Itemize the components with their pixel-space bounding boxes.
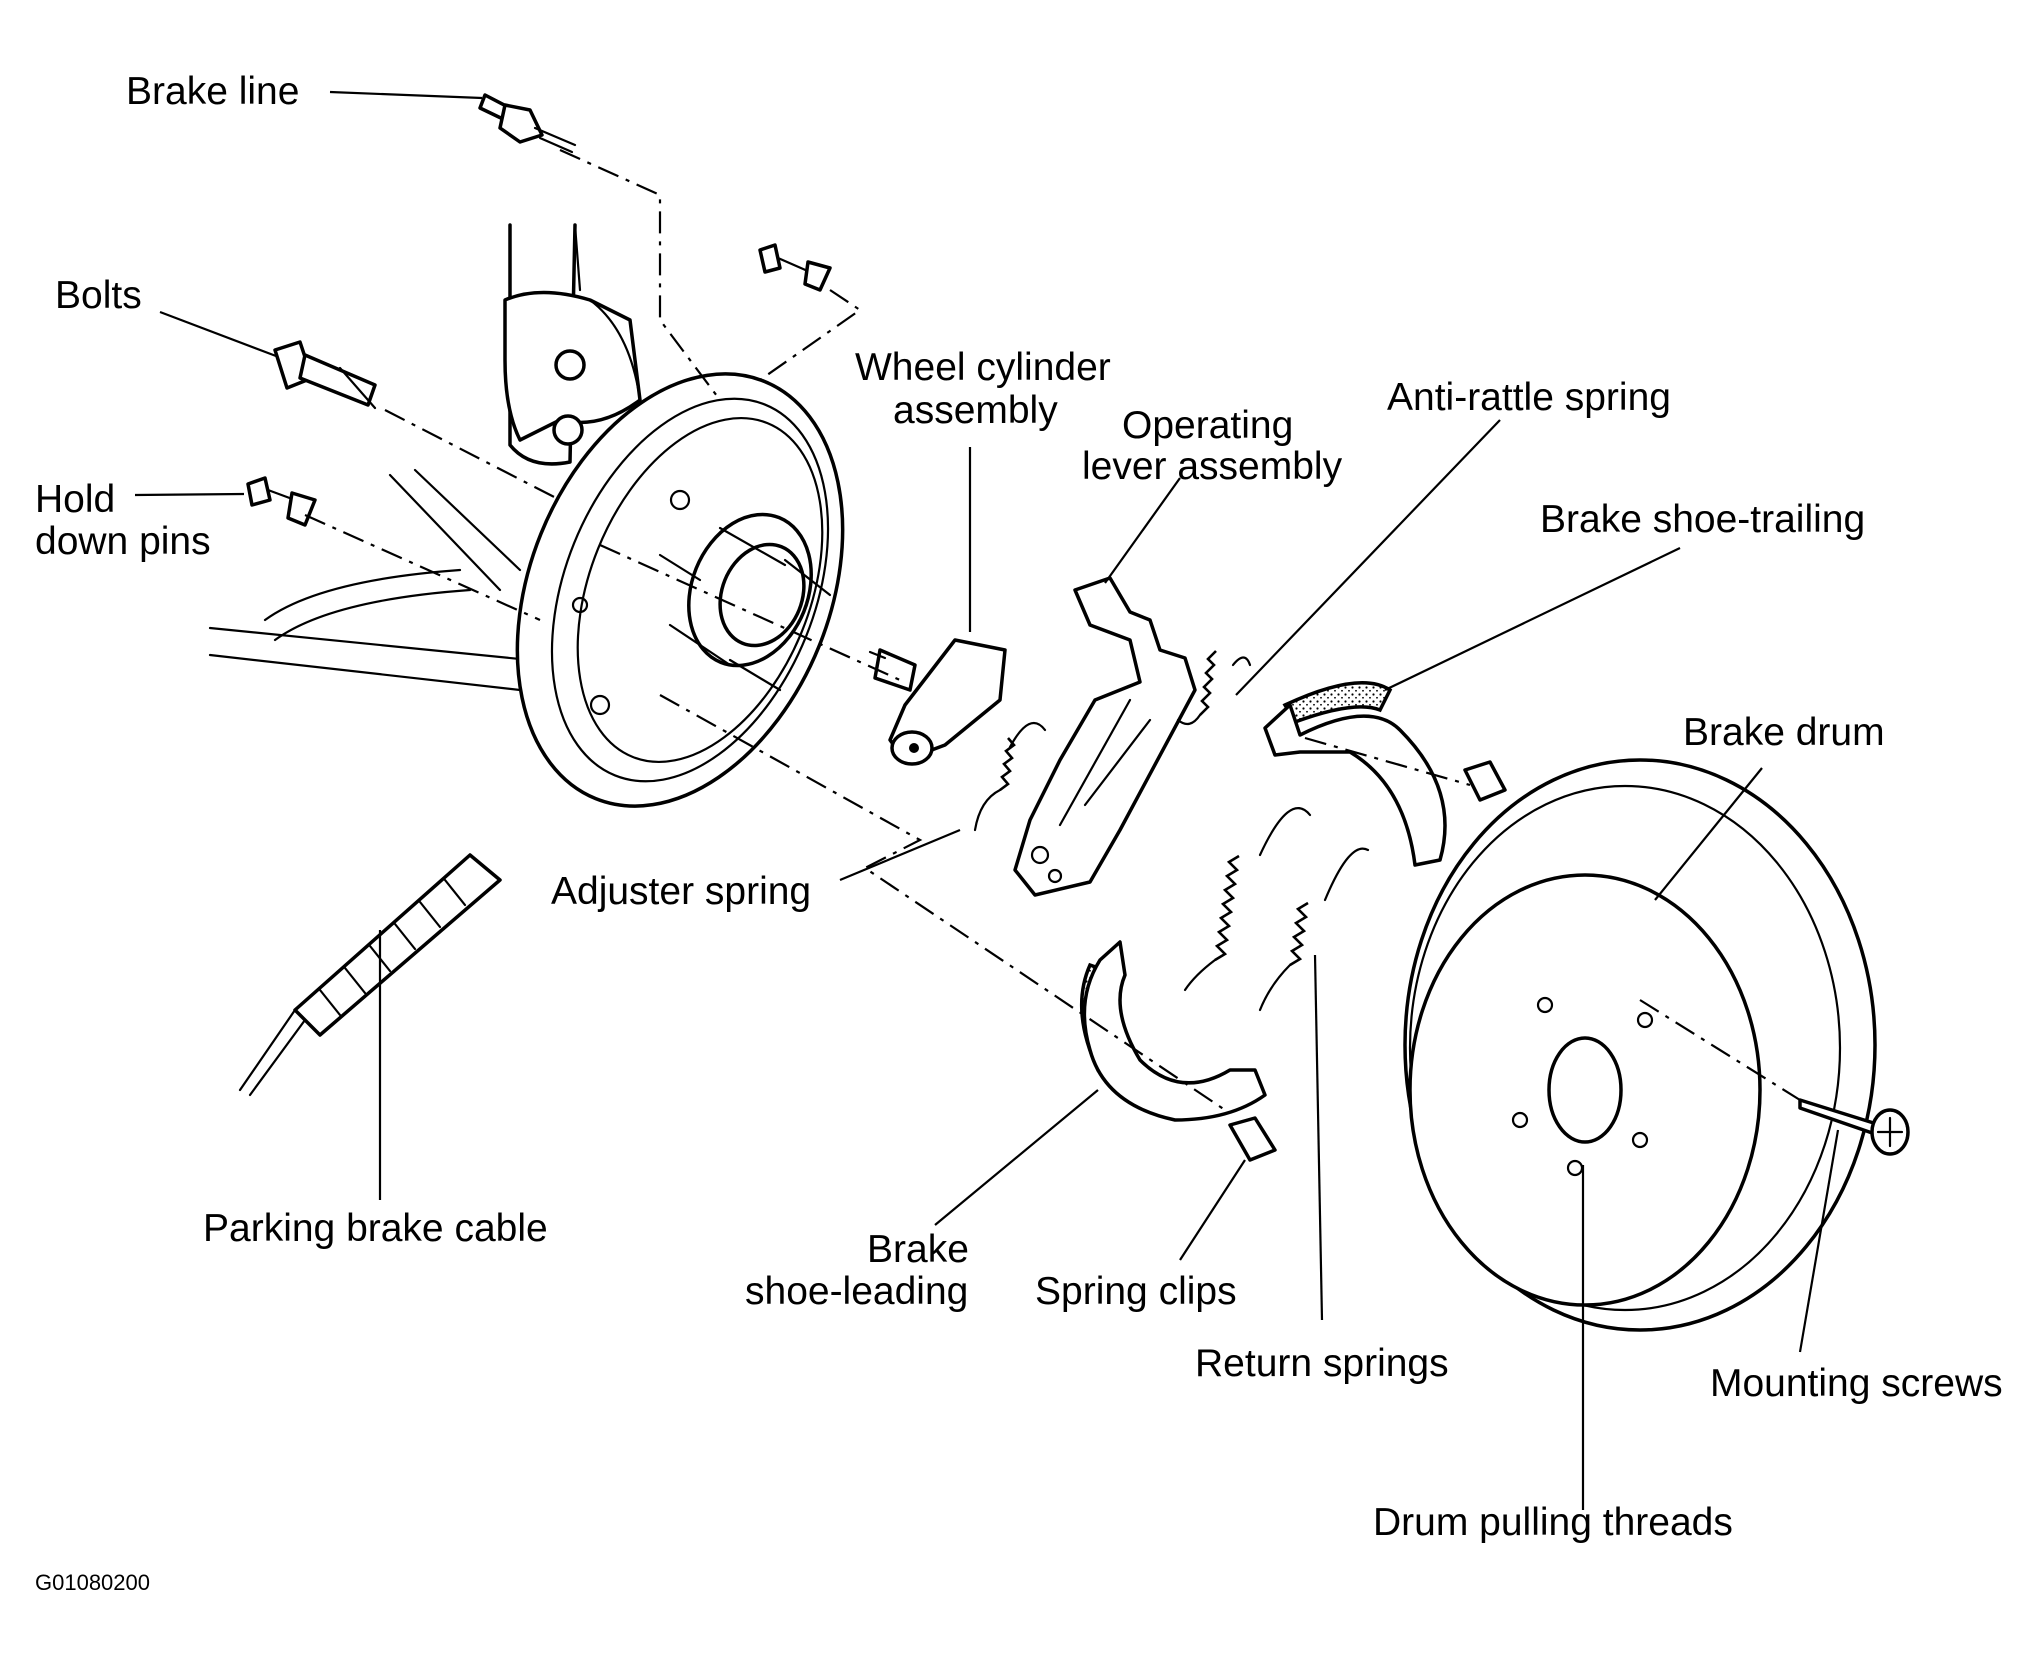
label-brake-shoe-trailing: Brake shoe-trailing	[1540, 498, 1865, 541]
hold-down-pin-drawing	[246, 476, 317, 527]
label-spring-clips: Spring clips	[1035, 1270, 1237, 1313]
suspension-arm-drawing	[208, 468, 532, 692]
label-return-springs: Return springs	[1195, 1342, 1449, 1385]
label-parking-brake-cable: Parking brake cable	[203, 1207, 548, 1250]
coil-spring-drawing	[1183, 807, 1312, 992]
brake-shoe-drawing	[1079, 940, 1277, 1162]
label-operating-lever-line2: lever assembly	[1082, 445, 1343, 488]
brake-drum-drawing	[1403, 758, 1877, 1332]
label-drum-pulling-threads: Drum pulling threads	[1373, 1501, 1733, 1544]
coil-spring-drawing	[1176, 650, 1252, 726]
label-wheel-cylinder-line2: assembly	[893, 389, 1058, 432]
label-brake-drum: Brake drum	[1683, 711, 1885, 754]
label-adjuster-spring: Adjuster spring	[551, 870, 811, 913]
coil-spring-drawing	[973, 721, 1047, 832]
cable-drawing	[238, 853, 502, 1097]
label-bolts: Bolts	[55, 274, 142, 317]
label-operating-lever-line1: Operating	[1122, 404, 1293, 447]
label-hold-down-pins-line1: Hold	[35, 478, 115, 521]
label-hold-down-pins-line2: down pins	[35, 520, 211, 563]
label-mounting-screws: Mounting screws	[1710, 1362, 2003, 1405]
screw-drawing	[1798, 1098, 1910, 1156]
label-brake-shoe-leading-line2: shoe-leading	[745, 1270, 968, 1313]
brake-shoe-drawing	[1263, 680, 1507, 867]
figure-code: G01080200	[35, 1570, 150, 1595]
coil-spring-drawing	[1258, 847, 1370, 1012]
bolt-drawing	[273, 340, 377, 410]
label-brake-line: Brake line	[126, 70, 299, 113]
label-anti-rattle-spring: Anti-rattle spring	[1387, 376, 1671, 419]
strut-drawing	[503, 223, 642, 466]
operating-lever-drawing	[1013, 576, 1197, 897]
label-brake-shoe-leading-line1: Brake	[867, 1228, 969, 1271]
hold-down-pin-drawing	[758, 243, 832, 292]
label-wheel-cylinder-line1: Wheel cylinder	[855, 346, 1111, 389]
brake-line-fitting-drawing	[478, 93, 577, 154]
wheel-cylinder-drawing	[868, 638, 1007, 766]
